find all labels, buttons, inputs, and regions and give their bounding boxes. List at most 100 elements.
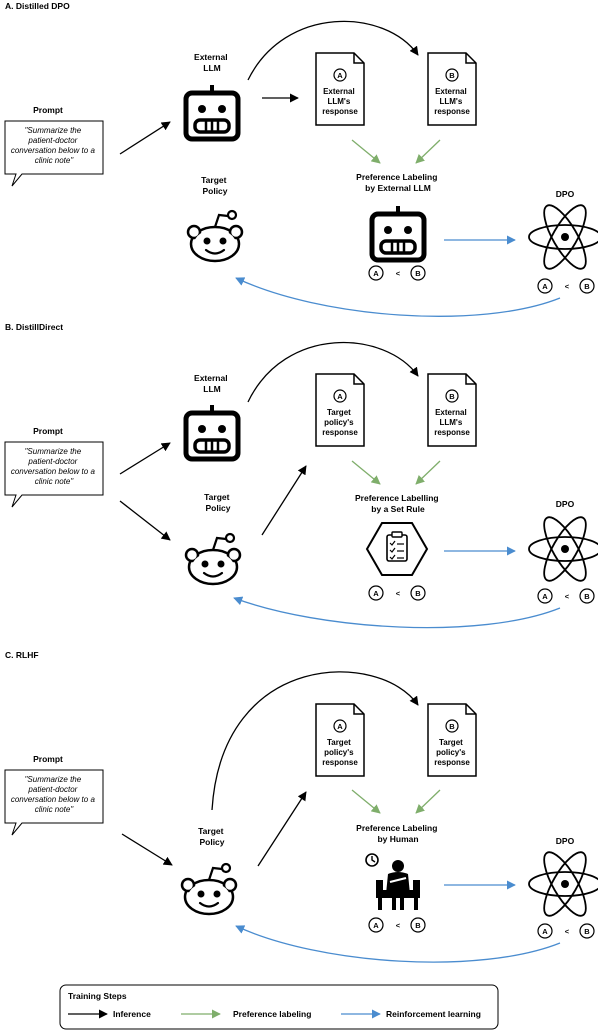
robot-icon <box>186 405 238 459</box>
prompt-bubble <box>4 769 104 836</box>
dpo-label: DPO <box>556 499 575 509</box>
legend-preference-label: Preference labeling <box>233 1009 311 1019</box>
doc-b-text: External LLM's response <box>434 87 470 116</box>
reddit-alien-icon <box>180 862 238 916</box>
doc-a-marker-circle <box>333 719 347 733</box>
svg-text:B: B <box>584 592 590 601</box>
doc-a-text: External LLM's response <box>322 87 358 116</box>
svg-text:<: < <box>396 921 401 930</box>
legend-inference-label: Inference <box>113 1009 151 1019</box>
labeling-title: Preference Labeling by Human <box>356 823 440 844</box>
doc-a-marker: A <box>337 71 343 80</box>
section-c-title: C. RLHF <box>5 650 39 660</box>
rl-arrow <box>233 596 561 629</box>
prompt-text: "Summarize the patient-doctor conversati… <box>11 775 97 814</box>
doc-b-text: External LLM's response <box>434 408 470 437</box>
inference-arrow <box>261 465 307 536</box>
inference-arrow <box>247 20 419 81</box>
svg-text:<: < <box>396 269 401 278</box>
inference-arrow <box>247 341 419 403</box>
section-a-title: A. Distilled DPO <box>5 1 70 11</box>
doc-b-marker: B <box>449 722 455 731</box>
doc-b-marker: B <box>449 392 455 401</box>
comparison-dpo: A < B <box>537 923 595 939</box>
doc-b-marker-circle <box>445 389 459 403</box>
clipboard-hexagon-icon <box>365 522 429 576</box>
section-b: B. DistillDirect Prompt "Summarize the p… <box>4 322 598 629</box>
svg-text:B: B <box>584 927 590 936</box>
dpo-label: DPO <box>556 189 575 199</box>
legend: Training Steps Inference Preference labe… <box>59 984 499 1030</box>
svg-text:A: A <box>373 921 379 930</box>
robot-icon <box>186 85 238 139</box>
inference-arrow <box>119 500 171 541</box>
comparison-labeler: A < B <box>368 917 426 933</box>
prompt-label: Prompt <box>33 105 63 115</box>
comparison-labeler: A < B <box>368 265 426 281</box>
svg-text:B: B <box>415 589 421 598</box>
preference-arrow <box>351 460 381 485</box>
external-llm-label: External LLM <box>194 373 230 394</box>
svg-text:B: B <box>584 282 590 291</box>
doc-a-text: Target policy's response <box>322 738 358 767</box>
comparison-labeler: A < B <box>368 585 426 601</box>
legend-title: Training Steps <box>68 991 127 1001</box>
section-a: A. Distilled DPO Prompt "Summarize the p… <box>4 1 598 317</box>
doc-b-marker-circle <box>445 68 459 82</box>
comparison-dpo: A < B <box>537 588 595 604</box>
target-policy-label: Target Policy <box>204 492 232 513</box>
legend-box <box>59 984 499 1030</box>
inference-arrow <box>257 791 307 867</box>
atom-icon <box>528 198 598 276</box>
robot-icon <box>372 206 424 260</box>
doc-a-marker-circle <box>333 68 347 82</box>
rl-arrow <box>235 277 561 317</box>
prompt-label: Prompt <box>33 754 63 764</box>
svg-text:<: < <box>565 282 570 291</box>
preference-arrow <box>415 460 441 485</box>
rl-arrow <box>235 925 561 963</box>
dpo-label: DPO <box>556 836 575 846</box>
doc-b-marker: B <box>449 71 455 80</box>
svg-text:B: B <box>415 921 421 930</box>
inference-arrow <box>119 121 171 155</box>
svg-text:<: < <box>565 927 570 936</box>
section-b-title: B. DistillDirect <box>5 322 63 332</box>
labeling-title: Preference Labeling by External LLM <box>356 172 440 193</box>
doc-a-marker-circle <box>333 389 347 403</box>
preference-arrow <box>415 139 441 164</box>
svg-text:A: A <box>373 269 379 278</box>
svg-text:<: < <box>565 592 570 601</box>
target-policy-label: Target Policy <box>198 826 226 847</box>
prompt-text: "Summarize the patient-doctor conversati… <box>11 447 97 486</box>
comparison-dpo: A < B <box>537 278 595 294</box>
preference-arrow <box>351 139 381 164</box>
inference-arrow <box>119 442 171 475</box>
svg-text:<: < <box>396 589 401 598</box>
external-llm-label: External LLM <box>194 52 230 73</box>
svg-text:A: A <box>542 592 548 601</box>
doc-a-marker: A <box>337 392 343 401</box>
prompt-bubble <box>4 120 104 187</box>
inference-arrow <box>121 833 173 866</box>
target-policy-label: Target Policy <box>201 175 229 196</box>
doc-a-marker: A <box>337 722 343 731</box>
preference-arrow <box>351 789 381 814</box>
svg-text:B: B <box>415 269 421 278</box>
atom-icon <box>528 510 598 588</box>
prompt-bubble <box>4 441 104 508</box>
doc-b-marker-circle <box>445 719 459 733</box>
svg-text:A: A <box>542 282 548 291</box>
legend-rl-label: Reinforcement learning <box>386 1009 481 1019</box>
section-c: C. RLHF Prompt "Summarize the patient-do… <box>4 650 598 963</box>
doc-a-text: Target policy's response <box>322 408 358 437</box>
labeling-title: Preference Labelling by a Set Rule <box>355 493 441 514</box>
svg-text:A: A <box>373 589 379 598</box>
human-labeler-icon <box>365 853 420 910</box>
reddit-alien-icon <box>186 209 244 263</box>
prompt-text: "Summarize the patient-doctor conversati… <box>11 126 97 165</box>
atom-icon <box>528 845 598 923</box>
reddit-alien-icon <box>184 532 242 586</box>
inference-arrow <box>211 671 419 811</box>
